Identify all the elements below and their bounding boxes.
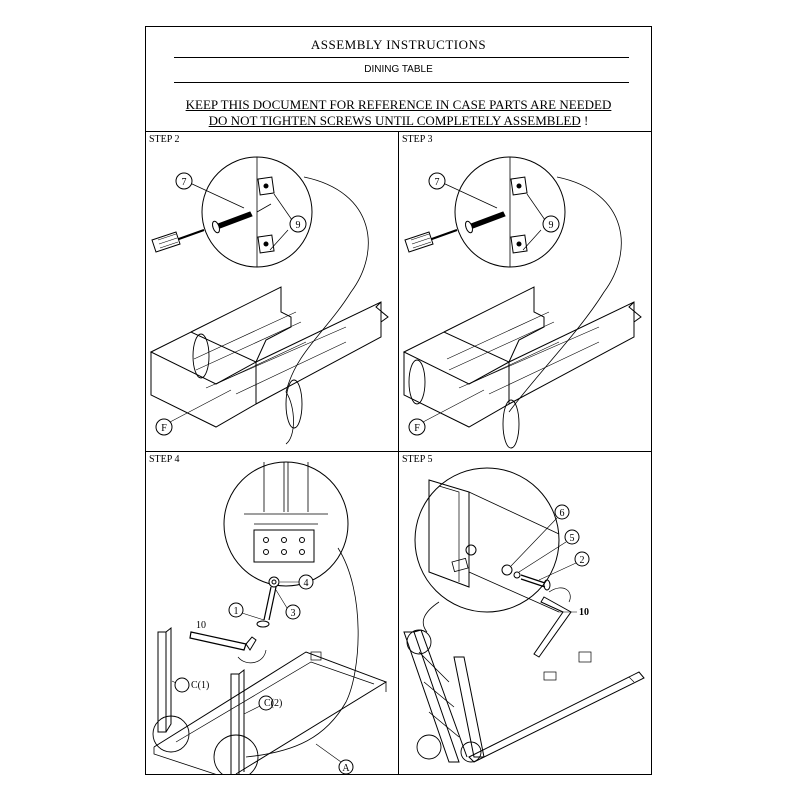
- shelf-rails: [418, 651, 460, 738]
- callout-5: [564, 529, 580, 545]
- callout-F: [155, 418, 173, 436]
- callout-3-text: 3: [291, 608, 296, 619]
- detail-highlight-left: [152, 715, 190, 753]
- callout-9: [542, 215, 560, 233]
- callout-F-text: F: [161, 423, 167, 434]
- bracket-lower: [257, 234, 275, 254]
- screw-icon: [217, 211, 253, 229]
- title-rule: [174, 57, 629, 58]
- screwdriver-handle-icon: [151, 231, 181, 253]
- grid-vertical-divider: [398, 131, 399, 774]
- washer-icon: [501, 564, 513, 576]
- detail-highlight-right: [285, 379, 303, 429]
- callout-A-text: A: [342, 763, 350, 774]
- warning-line-2-suffix: !: [580, 113, 589, 128]
- callout-7: [428, 172, 446, 190]
- warning-line-2-text: DO NOT TIGHTEN SCREWS UNTIL COMPLETELY A…: [208, 113, 581, 128]
- leg-front: [403, 631, 460, 763]
- callout-C1: [174, 677, 190, 693]
- detail-highlight-left: [192, 333, 210, 379]
- leader-curve: [285, 176, 369, 393]
- warning-line-2: DO NOT TIGHTEN SCREWS UNTIL COMPLETELY A…: [146, 113, 651, 129]
- step-2-diagram: 7 9 F: [149, 156, 389, 445]
- bolt-icon: [520, 574, 546, 588]
- step-3-panel: STEP 3 7 9: [399, 132, 652, 451]
- callout-5-text: 5: [570, 533, 575, 544]
- step-4-label: STEP 4: [149, 454, 180, 465]
- detail-circle: [414, 467, 560, 613]
- step-4-diagram: 4 3 1 10 C(1) C(2): [152, 461, 388, 775]
- callout-1-text: 1: [234, 606, 239, 617]
- bracket-lower: [510, 234, 528, 254]
- allen-key-icon: [533, 596, 572, 658]
- callout-4-text: 4: [304, 578, 309, 589]
- step-3-label: STEP 3: [402, 134, 433, 145]
- rotation-arrow-icon: [237, 649, 267, 664]
- instruction-sheet: ASSEMBLY INSTRUCTIONS DINING TABLE KEEP …: [145, 26, 652, 775]
- allen-key-icon: [189, 631, 247, 651]
- callout-C1-text: C(1): [191, 680, 209, 691]
- washer-icon: [268, 576, 280, 588]
- leg-c2: [230, 673, 240, 775]
- callout-9-text: 9: [296, 220, 301, 231]
- frame-bottom: [149, 331, 258, 385]
- step-2-panel: STEP 2 7 9: [146, 132, 398, 451]
- step-2-label: STEP 2: [149, 134, 180, 145]
- warning-line-1: KEEP THIS DOCUMENT FOR REFERENCE IN CASE…: [146, 97, 651, 113]
- callout-6-text: 6: [560, 508, 565, 519]
- callout-F-text: F: [414, 423, 420, 434]
- bracket-upper: [257, 176, 275, 196]
- screwdriver-shaft: [175, 229, 205, 241]
- callout-10-text: 10: [579, 607, 589, 618]
- callout-F: [408, 418, 426, 436]
- subtitle-rule: [174, 82, 629, 83]
- callout-7: [175, 172, 193, 190]
- callout-C2-text: C(2): [264, 698, 282, 709]
- step-5-label: STEP 5: [402, 454, 433, 465]
- tabletop-frame: [153, 651, 388, 775]
- callout-10-text: 10: [196, 620, 206, 631]
- callout-7-text: 7: [435, 177, 440, 188]
- screwdriver-handle-icon: [404, 231, 434, 253]
- leg-section: [428, 479, 470, 588]
- document-title: ASSEMBLY INSTRUCTIONS: [310, 37, 487, 52]
- frame-side-panel: [255, 301, 382, 405]
- bracket-upper: [510, 176, 528, 196]
- callout-1: [228, 602, 244, 618]
- tabletop-frame: [468, 671, 645, 763]
- screw-icon: [470, 211, 506, 229]
- warning-line-1-text: KEEP THIS DOCUMENT FOR REFERENCE IN CASE…: [185, 97, 612, 112]
- callout-C2: [258, 695, 274, 711]
- frame-end-panel: [150, 352, 257, 428]
- document-subtitle: DINING TABLE: [364, 64, 433, 75]
- step-3-diagram: 7 9 F: [402, 156, 642, 449]
- callout-7-text: 7: [182, 177, 187, 188]
- corner-bracket: [310, 651, 322, 661]
- callout-2-text: 2: [580, 555, 585, 566]
- step-5-diagram: 6 5 2 10: [403, 467, 645, 763]
- callout-9: [289, 215, 307, 233]
- detail-circle: [223, 461, 349, 587]
- callout-A: [338, 759, 354, 775]
- bolt-icon: [263, 586, 277, 621]
- callout-9-text: 9: [549, 220, 554, 231]
- step-4-panel: STEP 4 4 3 1 10: [146, 452, 398, 775]
- callout-3: [285, 604, 301, 620]
- mounting-plate: [253, 529, 315, 563]
- callout-2: [574, 551, 590, 567]
- callout-6: [554, 504, 570, 520]
- rotation-arrow-icon: [548, 587, 571, 603]
- step-5-panel: STEP 5 6 5 2 10: [399, 452, 652, 775]
- detail-highlight-right: [213, 734, 259, 775]
